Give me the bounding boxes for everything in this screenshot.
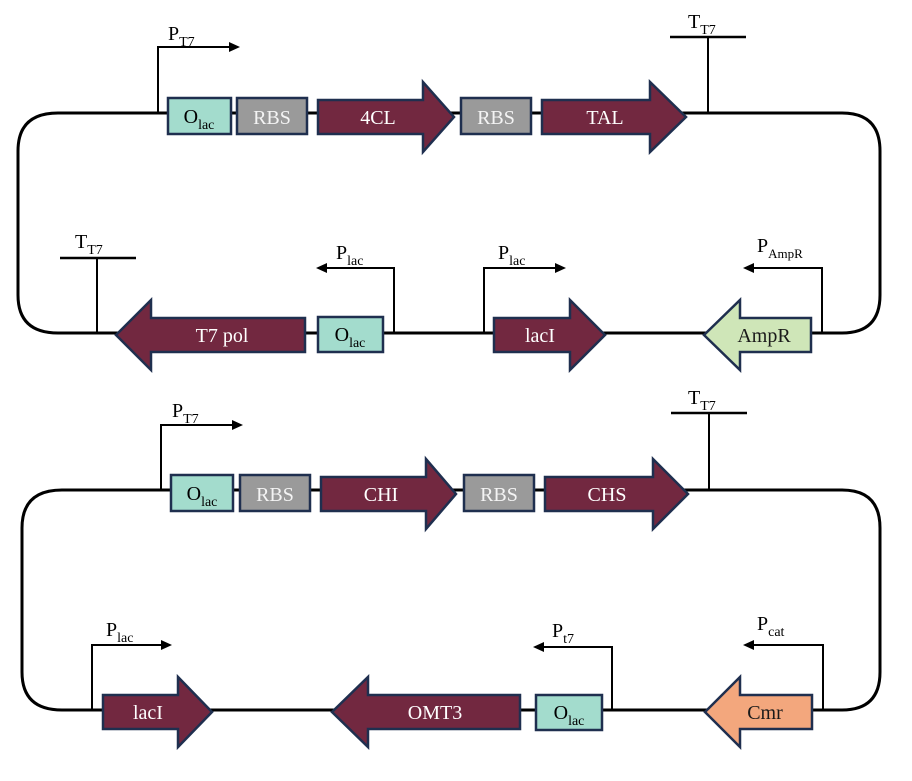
promoter-pampr-label: PAmpR <box>757 235 803 261</box>
gene-4cl-label: 4CL <box>360 107 396 129</box>
gene-laci-1-label: lacI <box>525 325 555 347</box>
gene-tal: TAL <box>540 79 688 155</box>
gene-ampr-label: AmpR <box>737 325 791 347</box>
promoter-pcat: Pcat <box>743 613 824 710</box>
rbs-2-label: RBS <box>477 107 515 129</box>
gene-chi: CHI <box>319 455 458 533</box>
promoter-plac-right: Plac <box>483 242 566 333</box>
rbs-2: RBS <box>459 96 533 136</box>
promoter-pt7-2-label: PT7 <box>172 400 199 427</box>
terminator-tt7-top-label: TT7 <box>688 11 716 38</box>
operator-olac-2-bottom-label: Olac <box>554 702 585 729</box>
promoter-pt7-2-bottom-label: Pt7 <box>552 620 574 647</box>
terminator-tt7-bottom-label: TT7 <box>75 231 103 258</box>
gene-t7pol-label: T7 pol <box>196 325 249 347</box>
promoter-plac-2-label: Plac <box>106 619 133 646</box>
rbs-2-2: RBS <box>462 473 536 513</box>
promoter-pt7-2: PT7 <box>160 400 243 490</box>
promoter-plac-right-label: Plac <box>498 242 525 269</box>
promoter-plac-2: Plac <box>91 619 172 710</box>
gene-cmr: Cmr <box>703 673 814 751</box>
terminator-tt7-2-label: TT7 <box>688 387 716 414</box>
gene-chs-label: CHS <box>588 484 627 506</box>
rbs-2-2-label: RBS <box>480 484 518 506</box>
operator-olac-bottom-label: Olac <box>335 324 366 351</box>
plasmid-2: PT7 TT7 Olac RBS CHI RBS <box>20 387 882 751</box>
gene-tal-label: TAL <box>586 107 623 129</box>
terminator-tt7-bottom: TT7 <box>60 231 136 333</box>
gene-laci-2-label: lacI <box>133 702 163 724</box>
promoter-pampr: PAmpR <box>743 235 823 333</box>
rbs-2-1: RBS <box>238 473 312 513</box>
gene-laci-2: lacI <box>101 673 214 751</box>
gene-chi-label: CHI <box>364 484 398 506</box>
operator-olac-bottom: Olac <box>316 315 385 354</box>
gene-ampr: AmpR <box>702 297 813 373</box>
plasmid-2-backbone <box>20 488 882 712</box>
gene-4cl: 4CL <box>316 78 456 156</box>
gene-chs: CHS <box>543 455 690 533</box>
gene-t7pol: T7 pol <box>114 296 307 374</box>
plasmid-1-backbone <box>16 111 882 335</box>
gene-cmr-label: Cmr <box>747 702 783 724</box>
terminator-tt7-2: TT7 <box>671 387 747 490</box>
rbs-1: RBS <box>235 96 309 136</box>
promoter-pcat-label: Pcat <box>757 613 785 640</box>
operator-olac-top: Olac <box>166 96 233 136</box>
operator-olac-2-top: Olac <box>169 473 235 513</box>
operator-olac-top-label: Olac <box>184 106 215 133</box>
operator-olac-2-top-label: Olac <box>187 483 218 510</box>
operator-olac-2-bottom: Olac <box>534 693 604 732</box>
gene-laci-1: lacI <box>492 296 607 374</box>
rbs-2-1-label: RBS <box>256 484 294 506</box>
gene-omt3: OMT3 <box>330 674 522 750</box>
promoter-pt7: PT7 <box>157 23 240 113</box>
promoter-pt7-label: PT7 <box>168 23 195 50</box>
promoter-plac-left-label: Plac <box>336 242 363 269</box>
plasmid-1: PT7 TT7 Olac RBS 4CL RBS <box>16 11 882 374</box>
promoter-pt7-2-bottom: Pt7 <box>533 620 613 710</box>
rbs-1-label: RBS <box>253 107 291 129</box>
terminator-tt7-top: TT7 <box>670 11 746 113</box>
gene-omt3-label: OMT3 <box>408 702 462 724</box>
promoter-plac-left: Plac <box>316 242 395 333</box>
